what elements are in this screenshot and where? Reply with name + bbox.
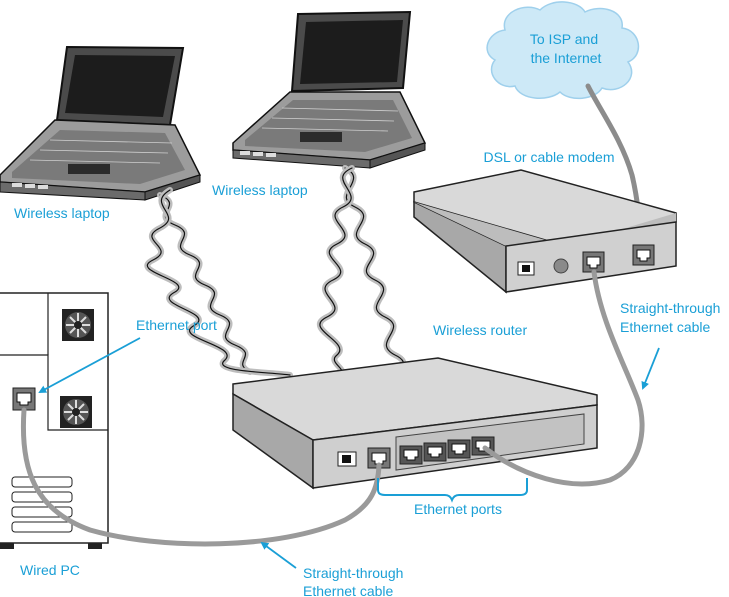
ethernet-port-arrow xyxy=(38,337,141,393)
ethernet-port-label: Ethernet port xyxy=(136,317,217,333)
modem-icon xyxy=(413,169,677,294)
cable-bottom-label-line1: Straight-through xyxy=(303,565,403,581)
router-label: Wireless router xyxy=(433,322,527,338)
cloud-label-line1: To ISP and xyxy=(530,31,598,47)
router-icon xyxy=(232,357,598,490)
laptop-center-icon xyxy=(232,10,427,169)
wireless-signal-center-icon xyxy=(316,165,408,377)
laptop-left-label: Wireless laptop xyxy=(14,205,110,221)
laptop-center-label: Wireless laptop xyxy=(212,182,308,198)
pc-router-cable xyxy=(20,407,382,547)
ethernet-ports-label: Ethernet ports xyxy=(414,501,502,517)
fan-bottom-icon xyxy=(60,396,92,428)
fan-top-icon xyxy=(62,309,94,341)
wired-pc-label: Wired PC xyxy=(20,562,80,578)
cable-right-label-line2: Ethernet cable xyxy=(620,319,710,335)
cable-right-arrow xyxy=(641,347,660,390)
modem-router-cable xyxy=(482,269,645,487)
cloud-label-line2: the Internet xyxy=(531,50,602,66)
cable-bottom-label-line2: Ethernet cable xyxy=(303,583,393,597)
modem-label: DSL or cable modem xyxy=(484,149,615,165)
internet-cloud-icon xyxy=(486,1,640,100)
wireless-signal-left-icon xyxy=(144,187,293,378)
ethernet-ports-bracket xyxy=(377,478,528,503)
cable-bottom-arrow xyxy=(260,541,297,569)
desktop-tower-icon xyxy=(0,292,109,549)
cable-right-label-line1: Straight-through xyxy=(620,300,720,316)
laptop-left-icon xyxy=(0,45,202,201)
